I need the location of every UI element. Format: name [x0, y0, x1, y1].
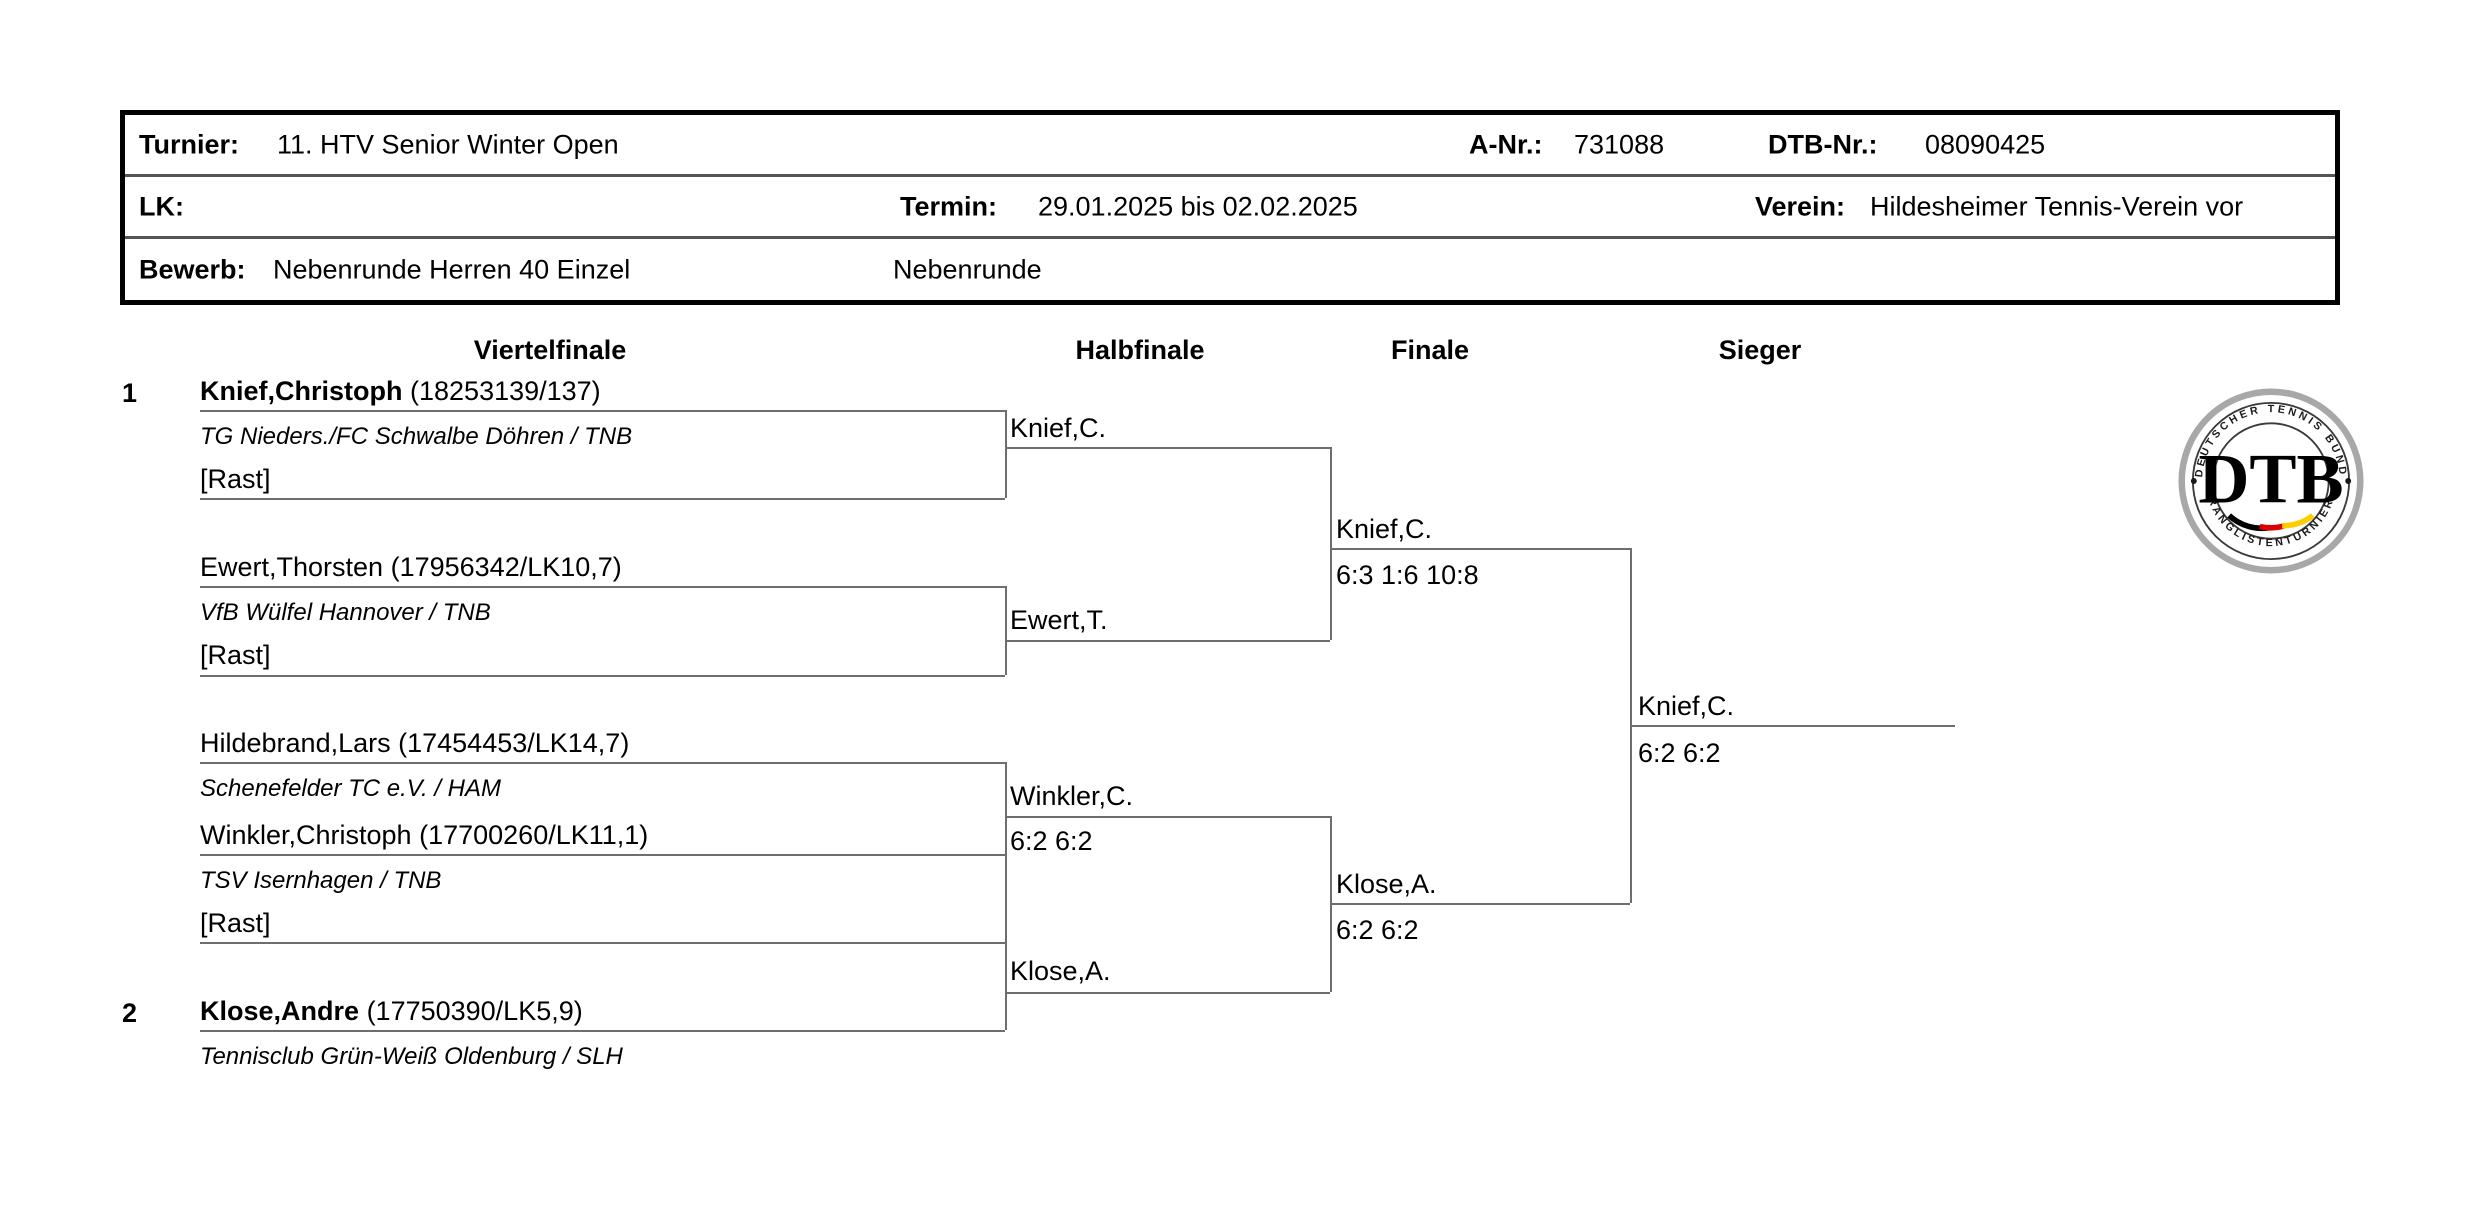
finale-score-2: 6:2 6:2 [1336, 915, 1419, 945]
round-title-finale: Finale [1390, 335, 1470, 365]
player-club-2: VfB Wülfel Hannover / TNB [200, 599, 491, 626]
player-name-1: Knief,Christoph (18253139/137) [200, 378, 601, 405]
player-id-3: (17454453/LK14,7) [398, 728, 630, 758]
finale-score-1: 6:3 1:6 10:8 [1336, 560, 1479, 590]
player-club-5: Tennisclub Grün-Weiß Oldenburg / SLH [200, 1043, 623, 1070]
sieger-score: 6:2 6:2 [1638, 738, 1721, 768]
info-row-lk-termin: LK: Termin: 29.01.2025 bis 02.02.2025 Ve… [125, 177, 2335, 239]
verein-label: Verein: [1755, 191, 1846, 221]
player-id-4: (17700260/LK11,1) [419, 820, 649, 850]
player-id-2: (17956342/LK10,7) [390, 552, 622, 582]
bracket-line-e4-top [200, 854, 1005, 856]
player-lastname-2: Ewert,Thorsten [200, 552, 384, 582]
bracket-line-hf2-top [1005, 816, 1330, 818]
seed-number-2: 2 [122, 998, 138, 1028]
bracket-riser-e5 [1005, 942, 1007, 1030]
bracket-line-hf2-bottom [1005, 992, 1330, 994]
bracket-line-f-top [1330, 548, 1630, 550]
player-lastname-5: Klose,Andre [200, 996, 360, 1026]
bracket-riser-e4 [1005, 854, 1007, 942]
a-nr-value: 731088 [1574, 129, 1665, 159]
sieger-winner: Knief,C. [1638, 691, 1735, 721]
player-id-1: (18253139/137) [410, 376, 601, 406]
lk-label: LK: [139, 191, 184, 221]
seed-number-1: 1 [122, 378, 138, 408]
player-id-5: (17750390/LK5,9) [366, 996, 583, 1026]
round-title-halbfinale: Halbfinale [1075, 335, 1205, 365]
bracket-line-sieger [1630, 725, 1955, 727]
player-rast-2: [Rast] [200, 640, 271, 670]
bewerb-value: Nebenrunde Herren 40 Einzel [273, 254, 631, 285]
player-lastname-4: Winkler,Christoph [200, 820, 412, 850]
halbfinale-score-3: 6:2 6:2 [1010, 826, 1093, 856]
bracket-line-e2-top [200, 586, 1005, 588]
termin-label: Termin: [900, 191, 998, 221]
a-nr-label: A-Nr.: [1469, 129, 1543, 159]
player-rast-4: [Rast] [200, 908, 271, 938]
bracket-riser-e1 [1005, 410, 1007, 498]
turnier-label: Turnier: [139, 129, 239, 159]
player-lastname-1: Knief,Christoph [200, 376, 403, 406]
bracket-line-hf1-top [1005, 447, 1330, 449]
bracket-riser-hf1 [1330, 447, 1332, 640]
termin-value: 29.01.2025 bis 02.02.2025 [1038, 191, 1358, 221]
player-name-3: Hildebrand,Lars (17454453/LK14,7) [200, 730, 629, 757]
bracket-line-e1-bottom [200, 498, 1005, 500]
player-name-4: Winkler,Christoph (17700260/LK11,1) [200, 822, 648, 849]
halbfinale-winner-2: Ewert,T. [1010, 605, 1108, 635]
verein-value: Hildesheimer Tennis-Verein vor [1870, 193, 2244, 220]
halbfinale-winner-3: Winkler,C. [1010, 781, 1134, 811]
player-name-5: Klose,Andre (17750390/LK5,9) [200, 998, 583, 1025]
bracket-line-f-bottom [1330, 903, 1630, 905]
turnier-value: 11. HTV Senior Winter Open [277, 129, 619, 159]
bracket-line-e3-top [200, 762, 1005, 764]
finale-winner-2: Klose,A. [1336, 869, 1437, 899]
dtb-nr-label: DTB-Nr.: [1768, 129, 1878, 159]
bracket-line-e1-top [200, 410, 1005, 412]
finale-winner-1: Knief,C. [1336, 514, 1433, 544]
info-row-turnier: Turnier: 11. HTV Senior Winter Open A-Nr… [125, 115, 2335, 177]
bewerb-label: Bewerb: [139, 254, 246, 285]
round-title-viertelfinale: Viertelfinale [473, 335, 627, 365]
svg-text:DTB: DTB [2198, 440, 2343, 518]
info-row-bewerb: Bewerb: Nebenrunde Herren 40 Einzel Nebe… [125, 239, 2335, 301]
player-name-2: Ewert,Thorsten (17956342/LK10,7) [200, 554, 622, 581]
bracket-riser-e2 [1005, 586, 1007, 675]
player-lastname-3: Hildebrand,Lars [200, 728, 391, 758]
player-club-4: TSV Isernhagen / TNB [200, 867, 442, 894]
dtb-nr-value: 08090425 [1925, 129, 2046, 159]
halbfinale-winner-1: Knief,C. [1010, 413, 1107, 443]
bracket-line-e4-bottom [200, 942, 1005, 944]
dtb-logo: DEUTSCHER TENNIS BUND RANGLISTENTURNIER … [2178, 388, 2364, 574]
bracket-line-e2-bottom [200, 675, 1005, 677]
tournament-info-box: Turnier: 11. HTV Senior Winter Open A-Nr… [120, 110, 2340, 305]
bracket-line-e5-top [200, 1030, 1005, 1032]
bewerb-extra: Nebenrunde [893, 254, 1042, 285]
bracket-line-hf1-bottom [1005, 640, 1330, 642]
player-club-1: TG Nieders./FC Schwalbe Döhren / TNB [200, 423, 633, 450]
bracket-riser-e3 [1005, 762, 1007, 854]
halbfinale-winner-4: Klose,A. [1010, 956, 1111, 986]
player-club-3: Schenefelder TC e.V. / HAM [200, 775, 502, 802]
round-title-sieger: Sieger [1718, 335, 1802, 365]
player-rast-1: [Rast] [200, 464, 271, 494]
